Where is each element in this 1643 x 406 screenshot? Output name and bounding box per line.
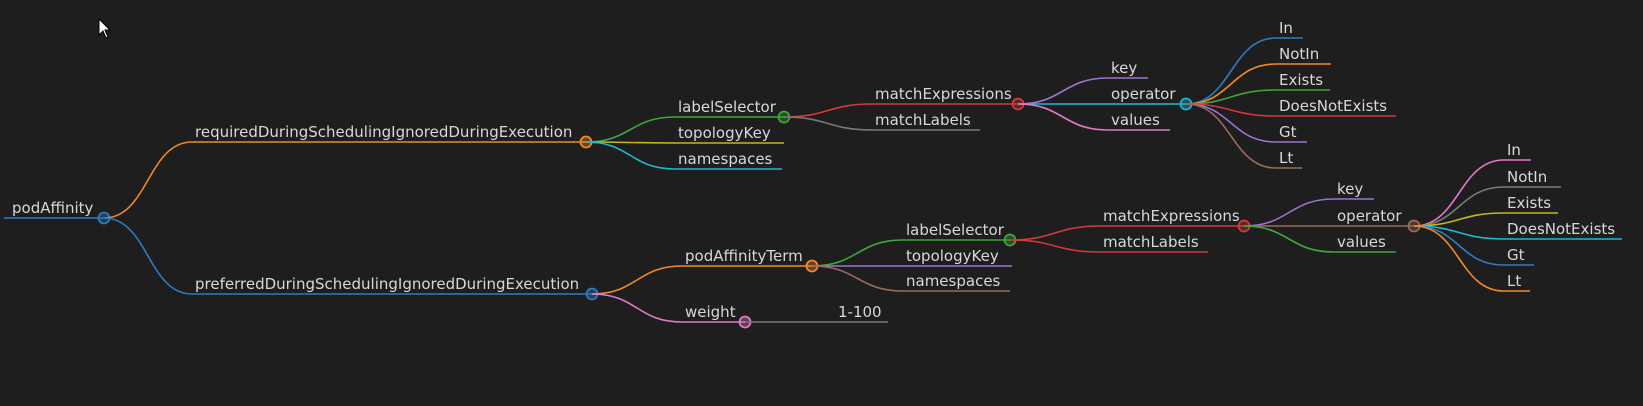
node-pref-weight[interactable]: weight <box>685 303 736 321</box>
node-req-matchlabels[interactable]: matchLabels <box>875 111 971 129</box>
node-req-op-gt[interactable]: Gt <box>1279 123 1297 141</box>
node-pref-op-notin-connector <box>1413 186 1505 227</box>
node-req-labelselector[interactable]: labelSelector <box>678 98 777 116</box>
node-req-topologykey[interactable]: topologyKey <box>678 124 771 142</box>
node-req-op-lt[interactable]: Lt <box>1279 149 1293 167</box>
node-pref-matchexpressions[interactable]: matchExpressions <box>1103 207 1240 225</box>
node-required-connector <box>103 141 193 219</box>
node-pref-op-in-connector <box>1413 159 1505 227</box>
node-req-operator[interactable]: operator <box>1111 85 1176 103</box>
node-req-op-exists[interactable]: Exists <box>1279 71 1323 89</box>
node-req-op-doesnotexists[interactable]: DoesNotExists <box>1279 97 1387 115</box>
node-pref-op-lt[interactable]: Lt <box>1507 272 1521 290</box>
node-req-op-exists-connector <box>1185 89 1277 105</box>
node-req-op-notin[interactable]: NotIn <box>1279 45 1319 63</box>
node-pref-op-exists-connector <box>1413 212 1505 227</box>
node-preferred[interactable]: preferredDuringSchedulingIgnoredDuringEx… <box>195 275 579 293</box>
node-podaffinity[interactable]: podAffinity <box>12 199 94 217</box>
node-pref-key-connector <box>1243 198 1335 227</box>
mouse-cursor-icon <box>98 18 112 39</box>
node-req-values[interactable]: values <box>1111 111 1160 129</box>
node-req-matchlabels-connector <box>783 116 873 131</box>
node-pref-weight-range[interactable]: 1-100 <box>838 303 882 321</box>
node-req-key[interactable]: key <box>1111 59 1137 77</box>
node-pref-op-in[interactable]: In <box>1507 141 1521 159</box>
node-req-namespaces[interactable]: namespaces <box>678 150 773 168</box>
node-pref-podaffinityterm-connector <box>591 265 683 295</box>
node-req-namespaces-connector <box>585 141 676 170</box>
node-pref-labelselector[interactable]: labelSelector <box>906 221 1005 239</box>
node-pref-op-notin[interactable]: NotIn <box>1507 168 1547 186</box>
node-pref-values-connector <box>1243 225 1335 253</box>
node-req-op-in-connector <box>1185 37 1277 105</box>
node-preferred-connector <box>103 217 193 295</box>
node-req-op-notin-connector <box>1185 63 1277 105</box>
node-pref-op-exists[interactable]: Exists <box>1507 194 1551 212</box>
node-req-values-connector <box>1017 103 1109 131</box>
node-pref-labelselector-connector <box>811 239 904 267</box>
node-pref-key[interactable]: key <box>1337 180 1363 198</box>
node-pref-podaffinityterm[interactable]: podAffinityTerm <box>685 247 803 265</box>
node-pref-namespaces-connector <box>811 265 904 292</box>
node-pref-matchlabels[interactable]: matchLabels <box>1103 233 1199 251</box>
node-pref-op-gt[interactable]: Gt <box>1507 246 1525 264</box>
node-pref-op-lt-connector <box>1413 225 1505 292</box>
node-req-labelselector-connector <box>585 116 676 143</box>
node-req-op-lt-connector <box>1185 103 1277 169</box>
node-pref-matchexpressions-connector <box>1009 225 1101 241</box>
node-pref-operator[interactable]: operator <box>1337 207 1402 225</box>
node-pref-topologykey[interactable]: topologyKey <box>906 247 999 265</box>
node-req-matchexpressions-connector <box>783 103 873 118</box>
node-pref-op-doesnotexists[interactable]: DoesNotExists <box>1507 220 1615 238</box>
node-pref-weight-connector <box>591 293 683 323</box>
node-required[interactable]: requiredDuringSchedulingIgnoredDuringExe… <box>195 123 572 141</box>
node-pref-values[interactable]: values <box>1337 233 1386 251</box>
node-req-op-in[interactable]: In <box>1279 19 1293 37</box>
node-pref-matchlabels-connector <box>1009 239 1101 253</box>
node-pref-namespaces[interactable]: namespaces <box>906 272 1001 290</box>
node-req-key-connector <box>1017 77 1109 105</box>
node-req-matchexpressions[interactable]: matchExpressions <box>875 85 1012 103</box>
